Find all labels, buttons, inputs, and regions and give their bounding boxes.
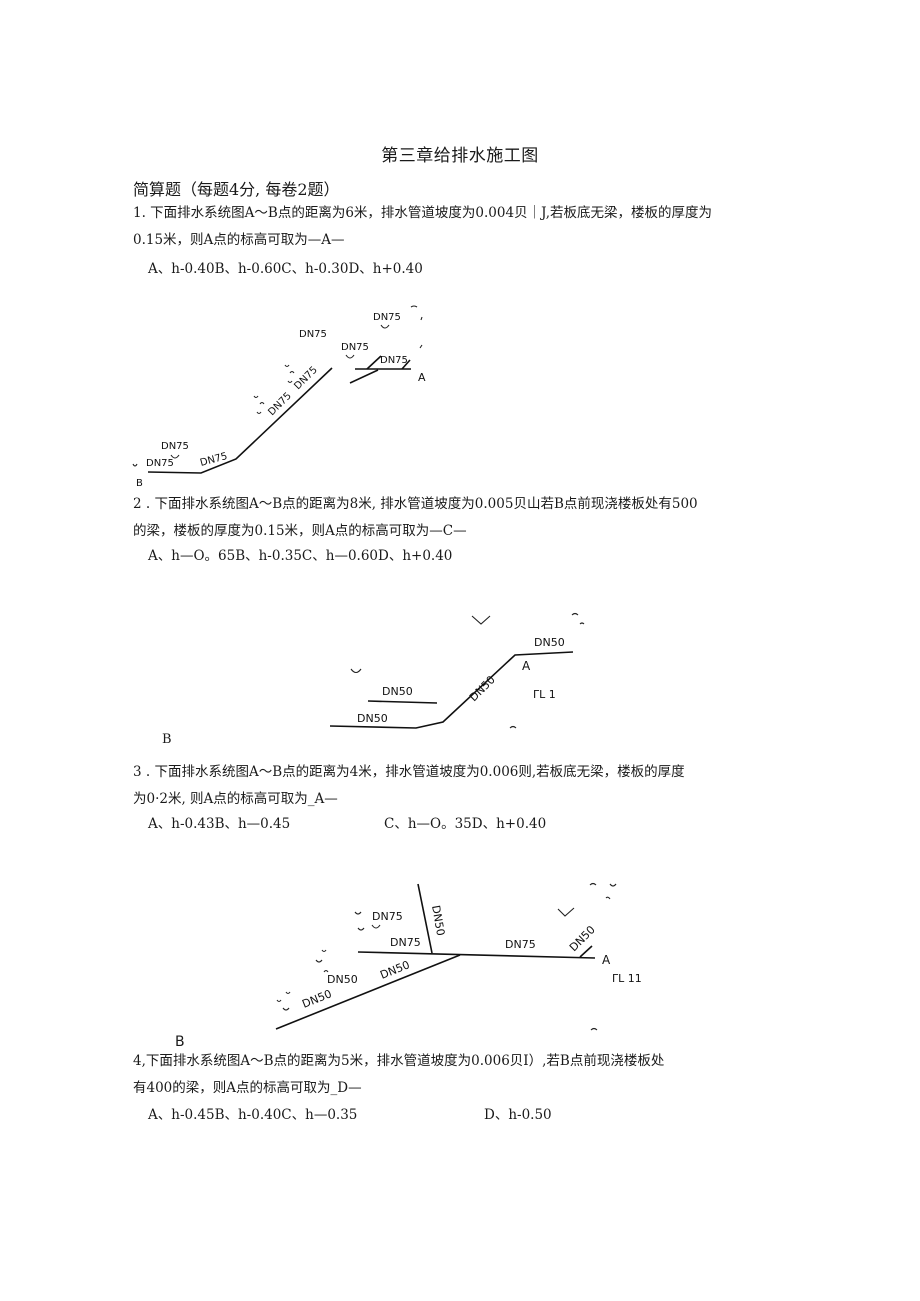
fixture-trap-icon xyxy=(253,395,265,415)
fixture-trap-icon xyxy=(410,305,423,349)
question-4-options-left: A、h-0.45B、h-0.40C、h—0.35 xyxy=(148,1107,358,1123)
pipe-label-dn75: DN75 xyxy=(380,355,408,366)
fixture-trap-icon xyxy=(571,612,585,625)
pipe-label-dn75: DN75 xyxy=(390,936,421,949)
question-4-line-2: 有400的梁，则A点的标高可取为_D— xyxy=(133,1080,362,1096)
point-a-label: A xyxy=(522,659,531,673)
question-4-options-right: D、h-0.50 xyxy=(484,1107,552,1123)
pipe-label-dn75: DN75 xyxy=(373,312,401,323)
question-2-options: A、h—O。65B、h-0.35C、h—0.60D、h+0.40 xyxy=(148,548,453,564)
pipe-label-dn50: DN50 xyxy=(567,923,598,954)
question-3-line-1: 3 . 下面排水系统图A～B点的距离为4米，排水管道坡度为0.006则,若板底无… xyxy=(133,764,685,780)
fixture-trap-icon xyxy=(509,725,517,729)
fixture-trap-icon xyxy=(315,949,329,973)
pipe-label-dn50: DN50 xyxy=(357,712,388,725)
floor-label: ΓL 1 xyxy=(533,688,556,701)
fixture-trap-icon xyxy=(345,354,355,359)
question-1-line-2: 0.15米，则A点的标高可取为—A— xyxy=(133,232,345,248)
question-1-options: A、h-0.40B、h-0.60C、h-0.30D、h+0.40 xyxy=(148,261,423,277)
fixture-trap-icon xyxy=(590,1027,598,1031)
fixture-trap-icon xyxy=(170,454,180,459)
point-b-label: B xyxy=(175,1034,185,1050)
section-heading: 简算题（每题4分, 每卷2题） xyxy=(133,180,340,199)
question-3-line-2: 为0·2米, 则A点的标高可取为_A— xyxy=(133,791,338,807)
fixture-trap-icon xyxy=(589,882,617,900)
pipe-label-dn50: DN50 xyxy=(534,636,565,649)
point-b-label: B xyxy=(136,478,143,489)
floor-label: ΓL 11 xyxy=(612,972,642,985)
pipe-label-dn75: DN75 xyxy=(146,458,174,469)
fixture-trap-icon xyxy=(350,668,362,674)
pipe-label-dn50: DN50 xyxy=(382,685,413,698)
pipe-label-dn75: DN75 xyxy=(505,938,536,951)
fixture-trap-icon xyxy=(284,364,295,384)
question-1-line-1: 1. 下面排水系统图A～B点的距离为6米，排水管道坡度为0.004贝｜J,若板底… xyxy=(133,205,712,221)
pipe-label-dn75: DN75 xyxy=(372,910,403,923)
fixture-trap-icon xyxy=(276,991,291,1011)
pipe-label-dn50: DN50 xyxy=(429,904,447,936)
fixture-trap-icon xyxy=(557,907,575,917)
vent-cap-icon xyxy=(471,615,491,625)
question-3-options-left: A、h-0.43B、h—0.45 xyxy=(148,816,291,832)
question-4-line-1: 4,下面排水系统图A～B点的距离为5米，排水管道坡度为0.006贝I）,若B点前… xyxy=(133,1053,665,1069)
pipe-label-dn50: DN50 xyxy=(378,958,411,982)
question-3-options-right: C、h—O。35D、h+0.40 xyxy=(384,816,547,832)
point-a-label: A xyxy=(418,371,426,384)
pipe-label-dn50: DN50 xyxy=(327,973,358,986)
fixture-trap-icon xyxy=(354,911,381,931)
question-2-line-1: 2 . 下面排水系统图A～B点的距离为8米, 排水管道坡度为0.005贝山若B点… xyxy=(133,496,698,512)
point-b-label: B xyxy=(162,732,172,747)
fixture-trap-icon xyxy=(380,324,390,329)
pipe-label-dn75: DN75 xyxy=(299,329,327,340)
point-a-label: A xyxy=(602,953,611,967)
fixture-trap-icon xyxy=(132,463,138,467)
page-title: 第三章给排水施工图 xyxy=(381,146,539,166)
pipe-label-dn75: DN75 xyxy=(161,441,189,452)
question-2-line-2: 的梁，楼板的厚度为0.15米，则A点的标高可取为—C— xyxy=(133,523,467,539)
pipe-label-dn75: DN75 xyxy=(341,342,369,353)
